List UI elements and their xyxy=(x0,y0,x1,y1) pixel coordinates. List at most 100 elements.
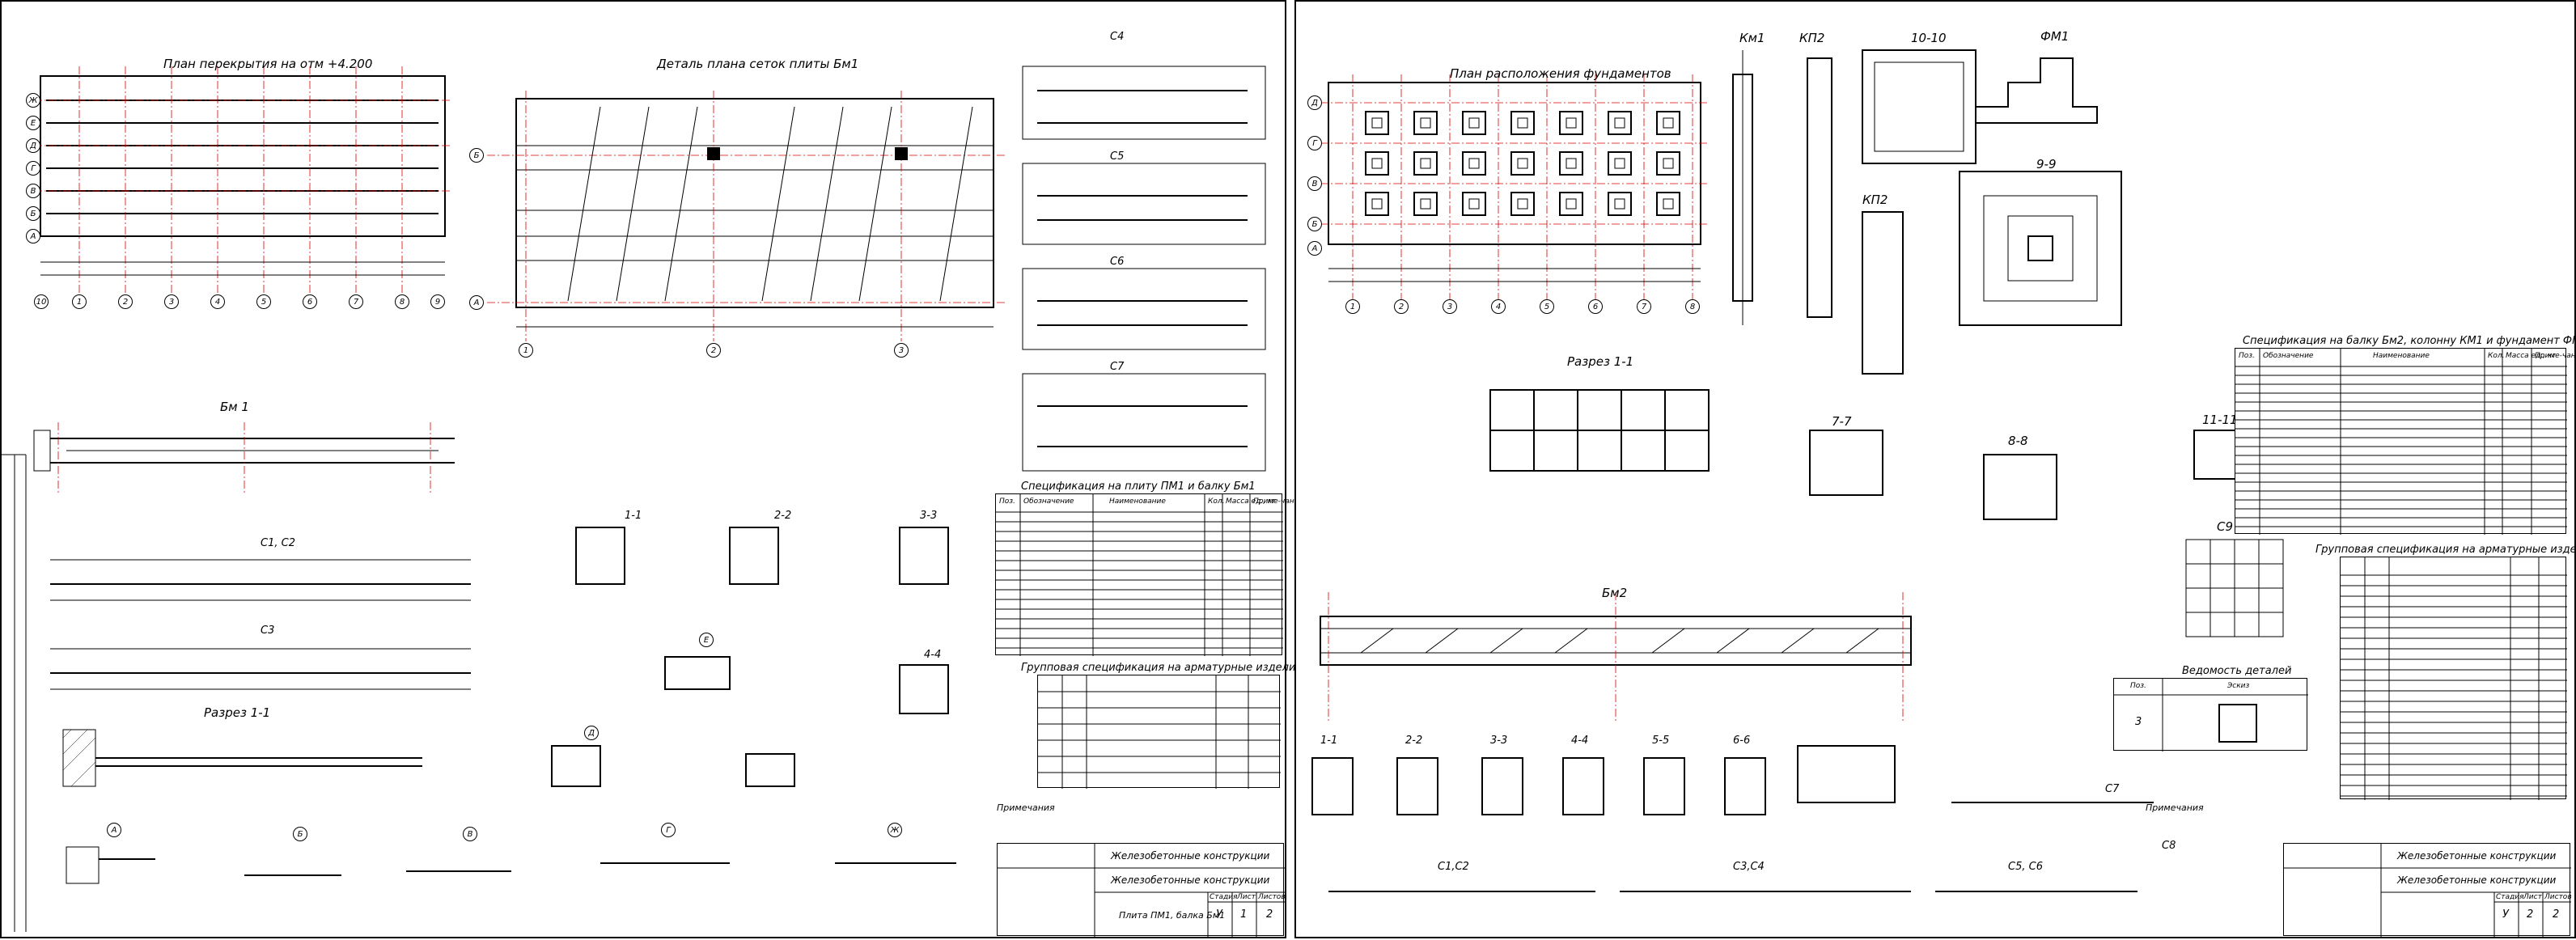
footing xyxy=(1510,192,1535,216)
title-block-sheet-title: Плита ПМ1, балка Бм1 xyxy=(1119,910,1226,921)
title-block-subtitle: Железобетонные конструкции xyxy=(1111,874,1270,886)
footing xyxy=(1608,111,1632,135)
footing-column xyxy=(1420,158,1431,169)
title-block: Железобетонные конструкции Железобетонны… xyxy=(997,843,1286,937)
vedomost-title: Ведомость деталей xyxy=(2182,665,2292,677)
bar-c3-title: С3 xyxy=(261,625,275,637)
footing xyxy=(1559,192,1583,216)
axis-number: 8 xyxy=(1685,299,1700,314)
footing xyxy=(1462,111,1486,135)
footing-column xyxy=(1420,117,1431,129)
foundation-gridlines xyxy=(1320,74,1709,301)
axis-letter: В xyxy=(1307,176,1322,191)
footing-column xyxy=(1371,117,1383,129)
spec-header: Наименование xyxy=(2373,352,2430,360)
footing-column xyxy=(1663,158,1674,169)
footing-title: ФМ1 xyxy=(2040,29,2070,44)
axis-letter: Б xyxy=(469,148,484,163)
spec-header: Кол. xyxy=(1208,498,1225,506)
foundation-outline xyxy=(1328,82,1701,245)
beam-bm1 xyxy=(33,422,455,495)
title-block-grid xyxy=(998,844,1285,937)
footing-column xyxy=(1566,158,1577,169)
detail-marker: А xyxy=(107,823,121,837)
footing-column xyxy=(1614,117,1625,129)
axis-number: 5 xyxy=(1540,299,1554,314)
axis-number: 3 xyxy=(1443,299,1457,314)
title-block-stage: У xyxy=(2502,908,2509,921)
title-block-subtitle: Железобетонные конструкции xyxy=(2397,874,2557,886)
section-mark: 5-5 xyxy=(1652,735,1670,747)
spec-header: Кол. xyxy=(2488,352,2505,360)
section-mark: 4-4 xyxy=(924,649,942,661)
section-mark: 6-6 xyxy=(1733,735,1751,747)
mesh-c9-title: С9 xyxy=(2217,519,2234,534)
section-10-title: 10-10 xyxy=(1911,31,1947,45)
mesh-label: С5 xyxy=(1110,150,1125,163)
section-mark: 2-2 xyxy=(774,510,792,522)
column-kp2-title: КП2 xyxy=(1799,31,1825,45)
spec-header: Приме-чание xyxy=(2535,352,2576,360)
axis-number: 2 xyxy=(1394,299,1409,314)
axis-letter: А xyxy=(1307,241,1322,256)
grid-detail-outline xyxy=(515,98,994,308)
footing xyxy=(1413,151,1438,176)
footing-column xyxy=(1663,198,1674,210)
footing-column xyxy=(1517,117,1528,129)
footing xyxy=(1462,151,1486,176)
spec-header: Обозначение xyxy=(2263,352,2314,360)
column-title: Км1 xyxy=(1739,31,1765,45)
group-spec-grid xyxy=(2341,557,2567,800)
footing xyxy=(1656,111,1680,135)
footing xyxy=(1608,151,1632,176)
footing xyxy=(1462,192,1486,216)
axis-number: 2 xyxy=(118,294,133,309)
axis-number: 8 xyxy=(395,294,409,309)
right-sheet-graphics xyxy=(1311,49,2284,892)
footing-column xyxy=(1517,158,1528,169)
axis-letter: В xyxy=(26,184,40,198)
spec-header: Наименование xyxy=(1109,498,1166,506)
grid-detail-lines xyxy=(487,91,1005,341)
section-mark: 3-3 xyxy=(1490,735,1508,747)
title-block-sheets: 2 xyxy=(2553,908,2560,921)
footing xyxy=(1656,151,1680,176)
detail-marker: Б xyxy=(293,827,307,841)
detail-marker: Г xyxy=(661,823,676,837)
section-11-title: 11-11 xyxy=(2202,413,2238,427)
axis-letter: Ж xyxy=(26,93,40,108)
detail-marker: В xyxy=(463,827,477,841)
axis-number: 4 xyxy=(1491,299,1506,314)
spec-header: Приме-чание xyxy=(1253,498,1304,506)
footing-column xyxy=(1566,117,1577,129)
drawing-sheet-right: План расположения фундаментов Км1 КП2 10… xyxy=(1294,0,2576,938)
plan-rebars xyxy=(46,100,439,214)
section-9-title: 9-9 xyxy=(2036,157,2057,171)
vedomost-header: Поз. xyxy=(2130,682,2146,690)
razrez-title: Разрез 1-1 xyxy=(1567,354,1634,369)
title-block-main: Железобетонные конструкции xyxy=(2397,850,2557,862)
section-mark: 1-1 xyxy=(1320,735,1338,747)
spec-grid xyxy=(2235,349,2567,535)
beam-bm2-title: Бм2 xyxy=(1602,586,1628,600)
footing-column xyxy=(1614,158,1625,169)
grid-detail-title: Деталь плана сеток плиты Бм1 xyxy=(657,57,859,71)
axis-number: 1 xyxy=(1345,299,1360,314)
axis-number: 7 xyxy=(1637,299,1651,314)
razrez-left xyxy=(62,729,422,787)
section-mark: 3-3 xyxy=(920,510,938,522)
bar-c1c2-title: С1,С2 xyxy=(1438,861,1469,873)
plan-outline xyxy=(40,75,446,237)
axis-letter: А xyxy=(469,295,484,310)
axis-number: 1 xyxy=(519,343,533,358)
footing-column xyxy=(1468,198,1480,210)
footing-column xyxy=(1614,198,1625,210)
footing xyxy=(1510,111,1535,135)
title-block-header: Стадия xyxy=(2496,893,2524,901)
footing xyxy=(1365,111,1389,135)
section-7-title: 7-7 xyxy=(1832,414,1852,429)
footing-column xyxy=(1420,198,1431,210)
razrez-title: Разрез 1-1 xyxy=(204,705,271,720)
details-bottom-left xyxy=(66,846,956,884)
mesh-label: С4 xyxy=(1110,31,1125,43)
